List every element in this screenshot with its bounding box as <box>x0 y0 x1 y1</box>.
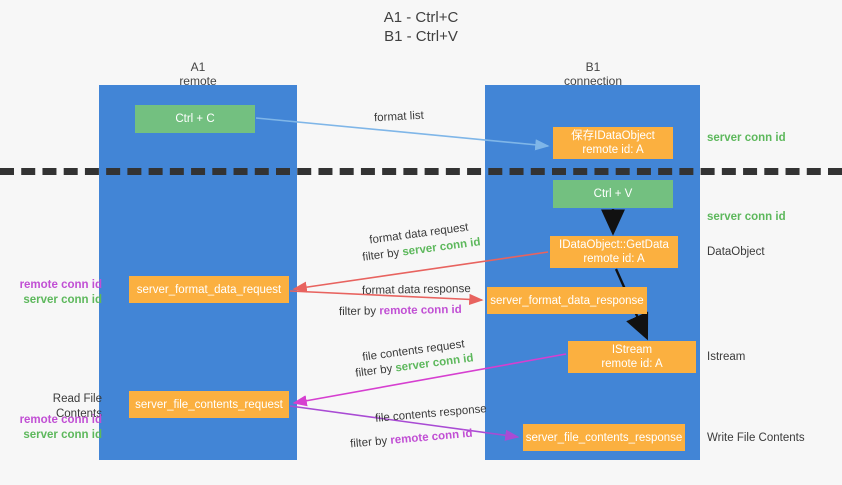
column-header-b1: B1 connection <box>513 60 673 88</box>
edge-filter-file-contents-response: filter by remote conn id <box>350 428 473 451</box>
column-a1-sub: remote <box>179 74 217 88</box>
node-istream-sub: remote id: A <box>601 358 663 370</box>
edge-label-file-contents-response: file contents response <box>374 403 488 425</box>
annotation-istream: Istream <box>707 351 746 363</box>
node-istream[interactable]: IStream remote id: A <box>568 341 696 373</box>
annotation-dataobject: DataObject <box>707 246 765 258</box>
annotation-read-file-contents: Read File Contents <box>52 393 102 420</box>
node-ctrl-c-label: Ctrl + C <box>175 113 215 125</box>
node-ctrl-v[interactable]: Ctrl + V <box>553 180 673 208</box>
edge-label-format-data-response: format data response <box>361 283 471 297</box>
node-istream-label: IStream <box>611 344 653 356</box>
annotation-server-conn-id-top: server conn id <box>707 132 786 144</box>
dashed-divider <box>0 168 842 175</box>
node-save-idataobject[interactable]: 保存IDataObject remote id: A <box>553 127 673 159</box>
annotation-server-conn-id-2: server conn id <box>23 429 102 441</box>
column-header-a1: A1 remote <box>118 60 278 88</box>
column-b1-sub: connection <box>563 74 623 88</box>
node-server-format-data-response-label: server_format_data_response <box>490 294 644 307</box>
node-idataobject-getdata[interactable]: IDataObject::GetData remote id: A <box>550 236 678 268</box>
node-server-file-contents-request-label: server_file_contents_request <box>135 398 283 411</box>
annotation-server-conn-id-mid: server conn id <box>707 211 786 223</box>
annotation-remote-conn-id-1: remote conn id <box>19 279 102 291</box>
filter-key-remote-conn-id: remote conn id <box>389 427 474 447</box>
title-line-2: B1 - Ctrl+V <box>384 28 458 45</box>
node-server-file-contents-request[interactable]: server_file_contents_request <box>129 391 289 418</box>
node-ctrl-v-label: Ctrl + V <box>593 188 633 200</box>
node-idataobject-getdata-sub: remote id: A <box>583 253 645 265</box>
annotation-left-conn-ids-2: remote conn id server conn id <box>10 413 102 443</box>
column-a1-name: A1 <box>190 60 206 74</box>
filter-prefix: filter by <box>361 246 401 264</box>
column-b1-name: B1 <box>585 60 601 74</box>
filter-prefix: filter by <box>349 435 388 451</box>
node-save-idataobject-label: 保存IDataObject <box>571 130 655 142</box>
edge-label-format-list: format list <box>373 109 425 125</box>
filter-key-remote-conn-id: remote conn id <box>379 303 462 318</box>
node-server-format-data-request-label: server_format_data_request <box>136 283 282 296</box>
node-server-file-contents-response[interactable]: server_file_contents_response <box>523 424 685 451</box>
node-server-format-data-request[interactable]: server_format_data_request <box>129 276 289 303</box>
node-ctrl-c[interactable]: Ctrl + C <box>135 105 255 133</box>
annotation-left-conn-ids-1: remote conn id server conn id <box>10 278 102 308</box>
title-line-1: A1 - Ctrl+C <box>383 9 459 26</box>
annotation-remote-conn-id-2: remote conn id <box>19 414 102 426</box>
page-title: A1 - Ctrl+C B1 - Ctrl+V <box>0 8 842 46</box>
node-server-file-contents-response-label: server_file_contents_response <box>525 431 683 444</box>
filter-prefix: filter by <box>338 305 377 319</box>
annotation-write-file-contents: Write File Contents <box>707 432 805 444</box>
annotation-server-conn-id-1: server conn id <box>23 294 102 306</box>
edge-filter-format-data-response: filter by remote conn id <box>339 304 462 318</box>
node-save-idataobject-sub: remote id: A <box>582 144 644 156</box>
filter-prefix: filter by <box>354 362 394 380</box>
node-idataobject-getdata-label: IDataObject::GetData <box>559 239 669 251</box>
